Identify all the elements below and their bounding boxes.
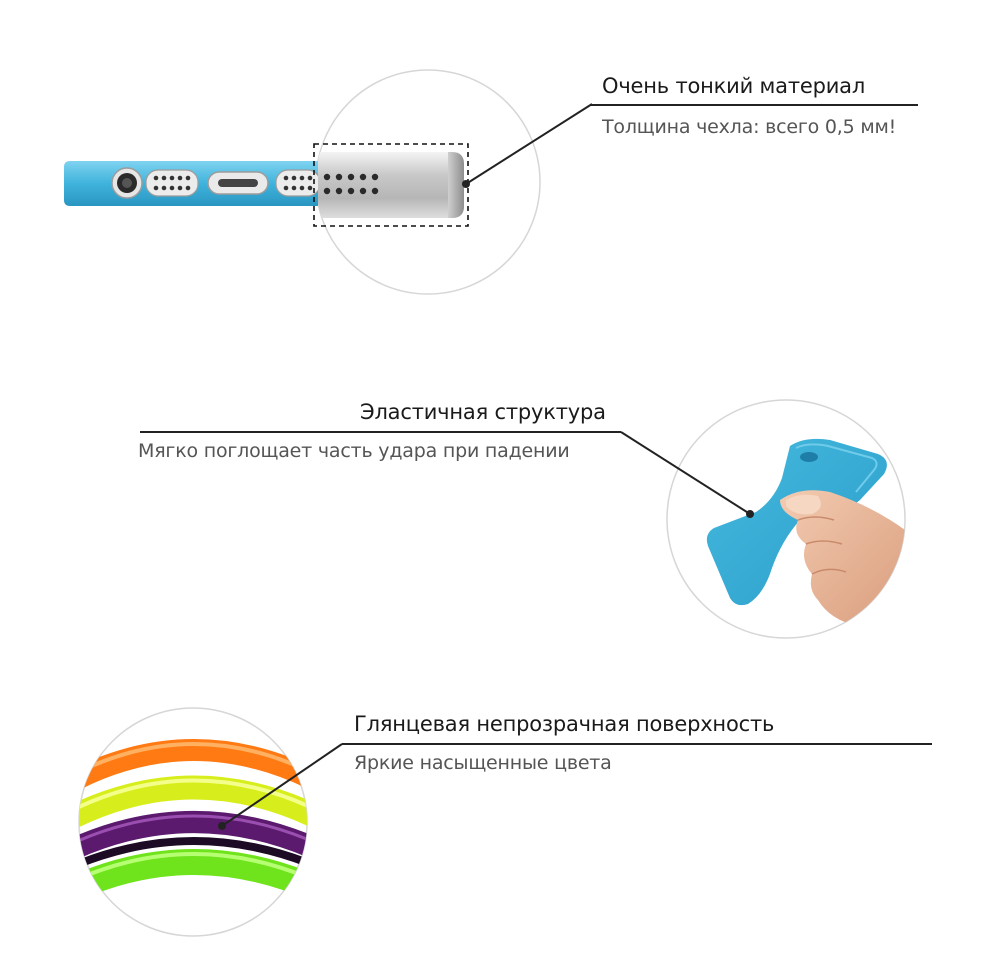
ring-yellow: [79, 775, 307, 847]
speaker-grille-left-icon: [145, 169, 199, 197]
title-underline-3: [342, 743, 932, 745]
feature-description-elastic: Мягко поглощает часть удара при падении: [138, 440, 570, 462]
zoomed-metal-edge: [318, 152, 464, 218]
leader-line-2: [620, 431, 751, 515]
feature-title-glossy: Глянцевая непрозрачная поверхность: [354, 712, 775, 736]
feature-description-glossy: Яркие насыщенные цвета: [354, 752, 612, 774]
feature-title-elastic: Эластичная структура: [360, 400, 606, 424]
feature-description-thin-material: Толщина чехла: всего 0,5 мм!: [602, 116, 897, 138]
title-underline-2: [140, 431, 621, 433]
leader-line-3: [221, 743, 343, 827]
hand: [780, 490, 905, 626]
zoom-frame: [313, 143, 469, 227]
hand-bending-illustration: [620, 399, 906, 639]
phone-edge-illustration: [64, 69, 593, 295]
bent-case: [706, 438, 887, 606]
color-rings-illustration: [78, 707, 343, 937]
feature-title-thin-material: Очень тонкий материал: [602, 74, 866, 98]
leader-line-1: [465, 103, 593, 185]
title-underline-1: [590, 104, 918, 106]
